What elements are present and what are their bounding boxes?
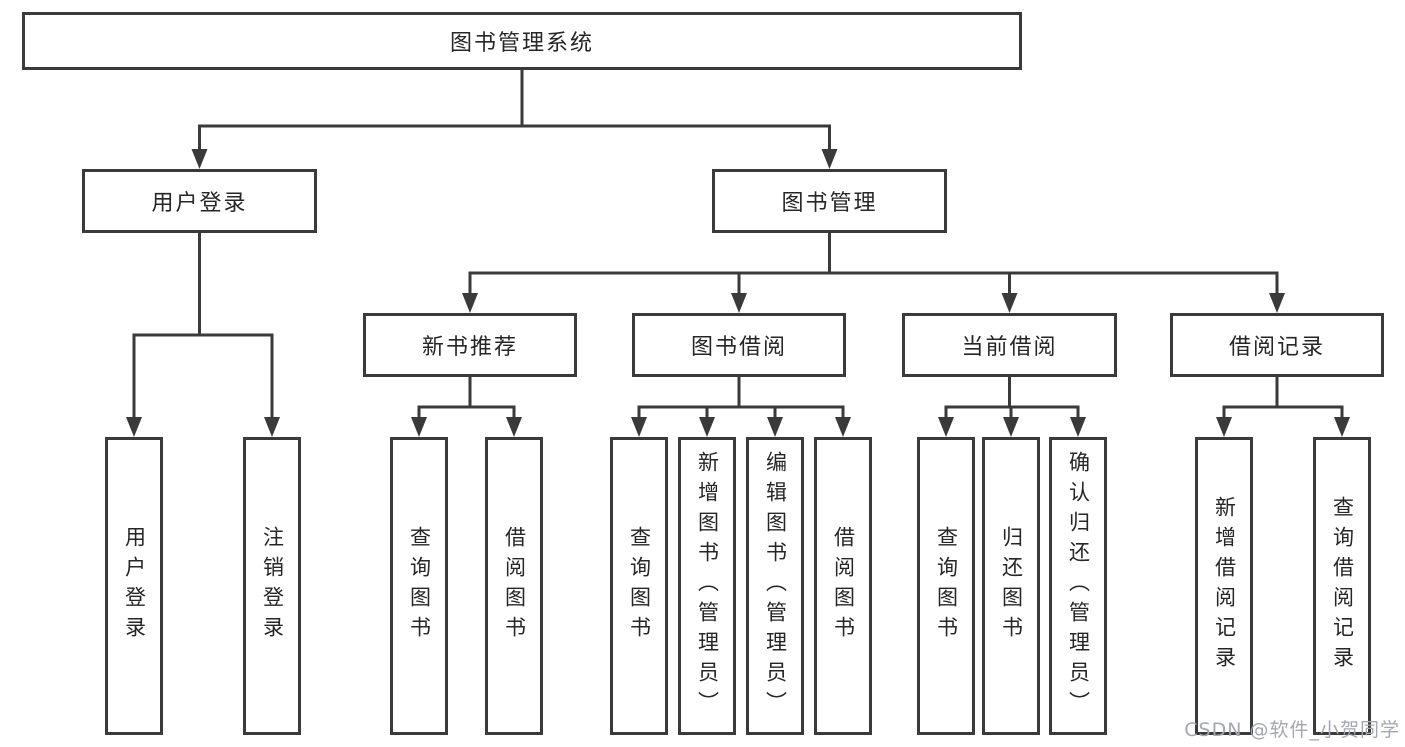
node-label: 图书管理系统 [449, 31, 594, 56]
csdn-watermark: CSDN @软件_小贺同学 [1184, 719, 1400, 741]
arrow-head [631, 417, 647, 437]
node-label: 用户登录 [122, 526, 147, 646]
leaf-records-add-record: 新增借阅记录 [1195, 437, 1253, 735]
arrow-head [938, 417, 954, 437]
node-label: 图书管理 [781, 191, 878, 216]
arrow-head [699, 417, 715, 437]
leaf-current-query-books: 查询图书 [917, 437, 975, 735]
leaf-recommend-borrow-books: 借阅图书 [485, 437, 543, 735]
arrow-head [191, 149, 208, 169]
node-current-borrow: 当前借阅 [902, 313, 1117, 377]
node-label: 新书推荐 [421, 335, 518, 360]
connector-path [132, 70, 1344, 421]
leaf-borrow-borrow-books: 借阅图书 [814, 437, 872, 735]
arrow-head [1003, 417, 1019, 437]
arrow-head [1334, 417, 1350, 437]
arrow-head [835, 417, 851, 437]
leaf-logout: 注销登录 [243, 437, 301, 735]
leaf-borrow-edit-books-admin: 编辑图书（管理员） [746, 437, 804, 735]
node-label: 当前借阅 [961, 335, 1058, 360]
leaf-recommend-query-books: 查询图书 [390, 437, 448, 735]
arrow-head [1269, 293, 1285, 313]
node-new-book-recommend: 新书推荐 [363, 313, 577, 377]
leaf-current-return-books: 归还图书 [982, 437, 1040, 735]
arrow-head [126, 417, 142, 437]
node-label: 查询图书 [407, 526, 432, 646]
arrow-head [506, 417, 522, 437]
node-user-login: 用户登录 [82, 169, 317, 233]
node-label: 确认归还（管理员） [1066, 451, 1091, 721]
arrow-head [767, 417, 783, 437]
leaf-current-confirm-return-admin: 确认归还（管理员） [1049, 437, 1107, 735]
arrow-heads [126, 149, 1350, 437]
arrow-head [731, 293, 747, 313]
node-root-system: 图书管理系统 [22, 12, 1022, 70]
node-label: 借阅图书 [831, 526, 856, 646]
node-label: 图书借阅 [690, 335, 787, 360]
node-label: 注销登录 [260, 526, 285, 646]
node-label: 新增借阅记录 [1212, 496, 1237, 676]
node-label: 查询借阅记录 [1330, 496, 1355, 676]
node-label: 借阅图书 [502, 526, 527, 646]
node-book-management: 图书管理 [712, 169, 947, 233]
node-label: 用户登录 [151, 191, 248, 216]
node-label: 新增图书（管理员） [695, 451, 720, 721]
node-borrow-records: 借阅记录 [1170, 313, 1384, 377]
leaf-borrow-query-books: 查询图书 [610, 437, 668, 735]
node-label: 查询图书 [627, 526, 652, 646]
node-label: 归还图书 [999, 526, 1024, 646]
node-label: 编辑图书（管理员） [763, 451, 788, 721]
node-label: 查询图书 [934, 526, 959, 646]
arrow-head [462, 293, 478, 313]
arrow-head [1001, 293, 1018, 313]
arrow-head [1070, 417, 1086, 437]
leaf-records-query-record: 查询借阅记录 [1313, 437, 1371, 735]
arrow-head [264, 417, 280, 437]
arrow-head [411, 417, 427, 437]
arrow-head [1216, 417, 1232, 437]
arrow-head [821, 149, 838, 169]
node-label: 借阅记录 [1228, 335, 1325, 360]
leaf-user-login: 用户登录 [105, 437, 163, 735]
leaf-borrow-add-books-admin: 新增图书（管理员） [678, 437, 736, 735]
node-book-borrow: 图书借阅 [632, 313, 846, 377]
